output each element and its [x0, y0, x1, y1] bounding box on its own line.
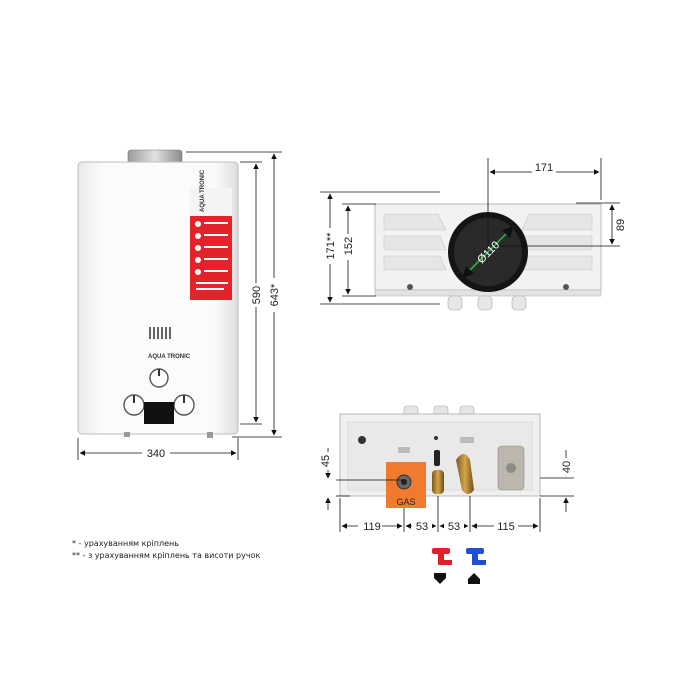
footnotes: * - урахуванням кріплень ** - з урахуван… — [72, 539, 260, 560]
hot-water-fitting — [432, 470, 444, 494]
water-legend — [432, 548, 486, 584]
brand-top-label: AQUA TRONIC — [200, 169, 206, 212]
right-height-dim-label: 40 — [561, 461, 573, 473]
brand-bottom-label: AQUA TRONIC — [148, 354, 191, 360]
cold-water-pipe — [456, 454, 474, 494]
feature-icons — [195, 221, 228, 290]
height-dim-label: 590 — [251, 286, 263, 304]
cold-water-tap-icon — [466, 548, 486, 565]
top-depth-body-dim-label: 152 — [343, 237, 355, 255]
hot-water-arrow-icon — [434, 573, 446, 584]
cold-water-arrow-icon — [468, 573, 480, 584]
spacing-dim-label: 119 — [363, 521, 381, 533]
spacing-dim-label: 53 — [416, 521, 428, 533]
top-depth-total-dim-label: 171** — [325, 232, 337, 260]
spacing-dim-label: 53 — [448, 521, 460, 533]
top-depth-dim-label: 89 — [615, 219, 627, 231]
hot-water-tap-icon — [432, 548, 452, 565]
footnote-line: ** - з урахуванням кріплень та висоти ру… — [72, 551, 260, 560]
flue-diameter-line — [462, 226, 514, 278]
left-height-dim-label: 45 — [320, 455, 332, 467]
vent-slots — [149, 327, 171, 339]
top-width-dim-label: 171 — [535, 162, 553, 174]
front-view: AQUA TRONIC AQUA TRONIC — [77, 149, 282, 460]
footnote-line: * - урахуванням кріплень — [72, 539, 179, 548]
display-window — [144, 402, 174, 424]
gas-label: GAS — [396, 497, 415, 507]
top-view: 171 89 171** 152 Ø110 — [320, 158, 628, 311]
spacing-dim-label: 115 — [497, 521, 515, 533]
height-with-mounts-dim-label: 643* — [269, 283, 281, 306]
bottom-view: GAS 45 40 119 — [318, 405, 574, 533]
width-dim-label: 340 — [147, 448, 165, 460]
